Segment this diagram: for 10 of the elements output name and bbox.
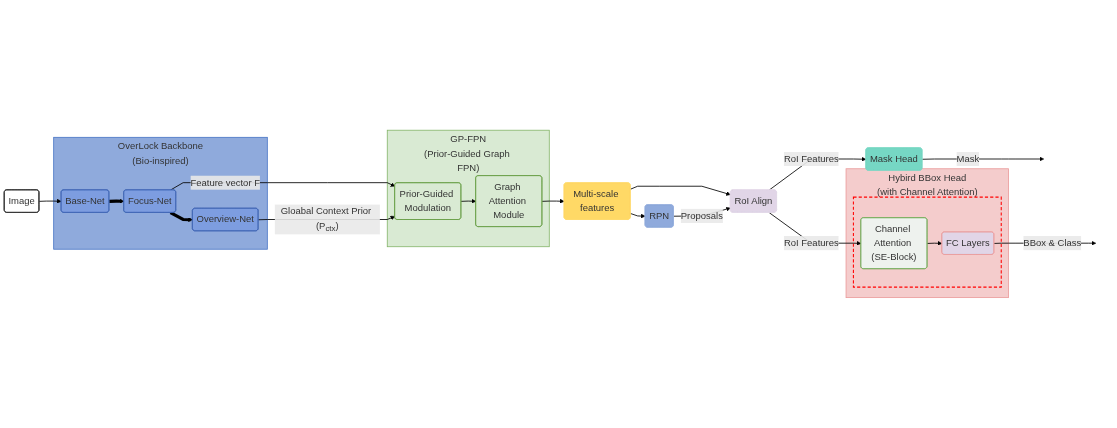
arrow: [169, 211, 193, 223]
cluster: [852, 196, 1002, 288]
edge-label: Proposals: [680, 210, 723, 222]
edge-label: Feature vector F: [190, 177, 260, 188]
arrow: [109, 198, 125, 204]
edge-label: BBox & Class: [1023, 237, 1082, 249]
edge-label: RoI Features: [783, 237, 839, 249]
edge-label: Mask: [956, 153, 980, 165]
edge-label: Gloabal Context Prior (P$_{ctx}$): [280, 206, 372, 233]
edge-label: RoI Features: [783, 153, 839, 165]
